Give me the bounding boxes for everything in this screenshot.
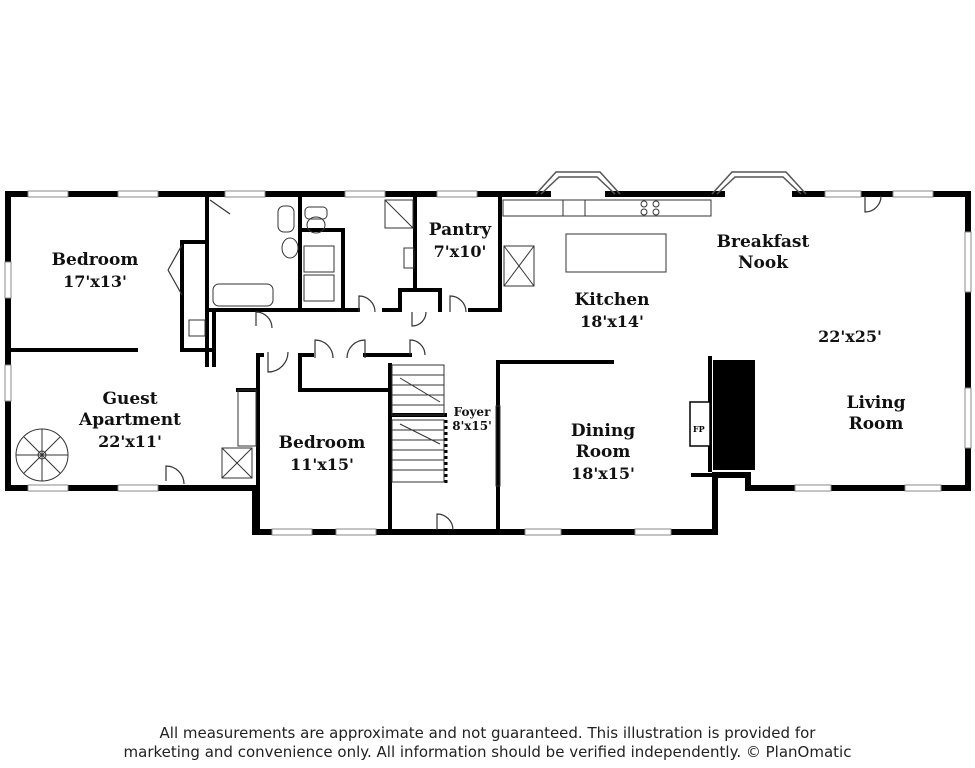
room-dimensions: 18'x15' bbox=[571, 464, 635, 483]
windows bbox=[4, 190, 972, 536]
room-label-living-room: Living Room bbox=[826, 393, 926, 435]
doors bbox=[165, 195, 882, 531]
room-label-kitchen: Kitchen 18'x14' bbox=[562, 290, 662, 332]
room-dimensions: 17'x13' bbox=[63, 272, 127, 291]
room-label-guest-apartment: Guest Apartment 22'x11' bbox=[70, 389, 190, 452]
room-name: Guest Apartment bbox=[79, 389, 181, 430]
spiral-stair bbox=[15, 428, 69, 482]
room-dimensions: 22'x11' bbox=[98, 432, 162, 451]
room-label-bedroom-nw: Bedroom 17'x13' bbox=[45, 250, 145, 292]
room-dimensions: 18'x14' bbox=[580, 312, 644, 331]
room-name: Bedroom bbox=[51, 250, 139, 270]
bay-windows bbox=[535, 171, 807, 195]
room-name: Foyer bbox=[453, 405, 491, 419]
room-dimensions: 11'x15' bbox=[290, 455, 354, 474]
room-name: Pantry bbox=[428, 220, 492, 240]
disclaimer-line-1: All measurements are approximate and not… bbox=[159, 724, 816, 742]
room-label-great-room-dims: 22'x25' bbox=[805, 326, 895, 347]
room-name: Bedroom bbox=[278, 433, 366, 453]
room-dimensions: 8'x15' bbox=[452, 419, 492, 433]
room-label-dining-room: Dining Room 18'x15' bbox=[553, 421, 653, 484]
room-name: Living Room bbox=[846, 393, 906, 434]
room-name: Breakfast Nook bbox=[716, 232, 810, 273]
room-label-bedroom-s: Bedroom 11'x15' bbox=[270, 433, 374, 475]
room-dimensions: 22'x25' bbox=[818, 327, 882, 346]
fireplace bbox=[689, 401, 711, 447]
room-label-breakfast-nook: Breakfast Nook bbox=[713, 232, 813, 274]
stairs bbox=[391, 364, 445, 483]
room-name: Kitchen bbox=[574, 290, 650, 310]
room-label-foyer: Foyer 8'x15' bbox=[446, 405, 498, 433]
fixtures bbox=[188, 199, 712, 487]
room-label-pantry: Pantry 7'x10' bbox=[420, 220, 500, 262]
room-name: Dining Room bbox=[570, 421, 636, 462]
chimney bbox=[713, 360, 755, 470]
disclaimer: All measurements are approximate and not… bbox=[0, 724, 975, 762]
room-dimensions: 7'x10' bbox=[433, 242, 487, 261]
fireplace-label: FP bbox=[693, 424, 705, 434]
disclaimer-line-2: marketing and convenience only. All info… bbox=[123, 743, 852, 761]
